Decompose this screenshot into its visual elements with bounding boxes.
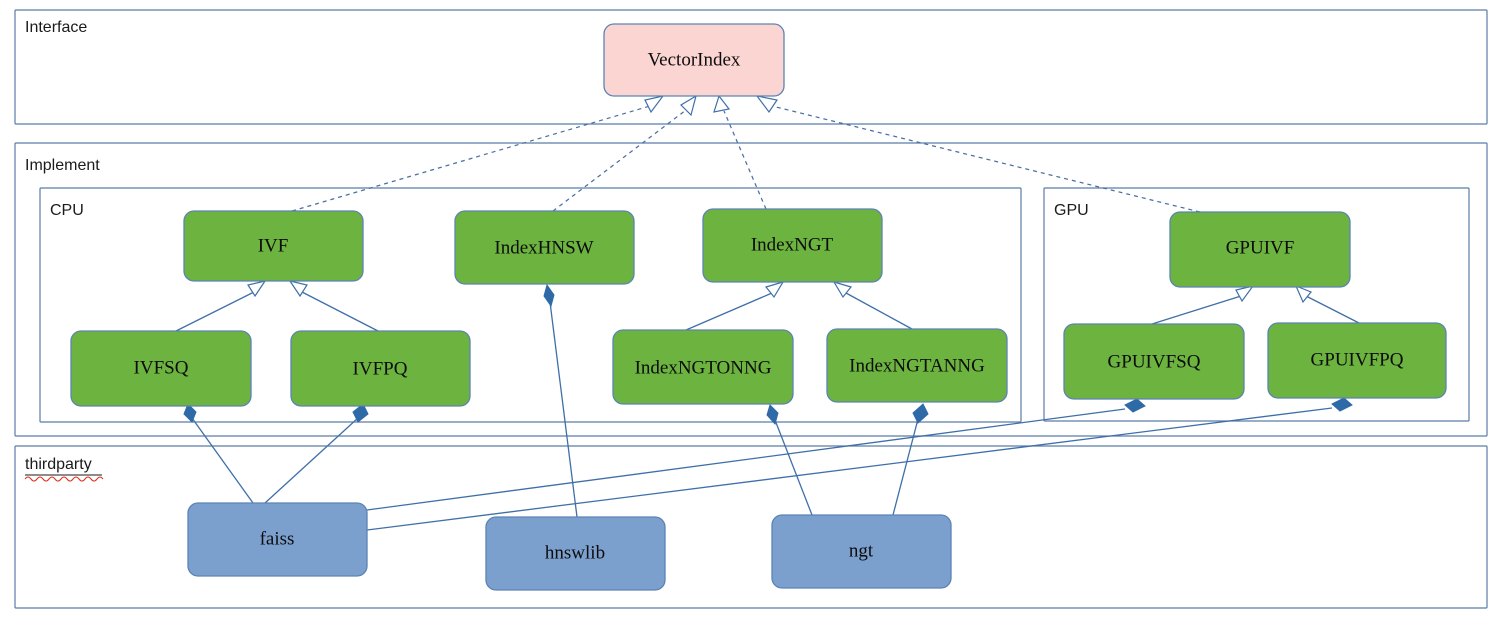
- node-label-hnswlib: hnswlib: [545, 542, 605, 563]
- arrowhead-gpuivf-vectorindex: [755, 95, 778, 114]
- node-box-indexhnsw[interactable]: [454, 210, 635, 285]
- edge-faiss-gpuivfsq: [366, 408, 1126, 511]
- edge-ivf-vectorindex: [291, 105, 651, 212]
- node-ivfsq[interactable]: IVFSQ: [70, 330, 252, 407]
- edge-faiss-gpuivfpq: [366, 407, 1333, 531]
- node-box-gpuivf[interactable]: [1169, 211, 1351, 288]
- group-label-gpu: GPU: [1054, 202, 1089, 219]
- node-ivf[interactable]: IVF: [183, 210, 364, 282]
- node-box-gpuivfsq[interactable]: [1063, 323, 1245, 400]
- diamond-hnswlib-indexhnsw: [543, 283, 555, 308]
- spellcheck-squiggle-icon: [24, 476, 104, 482]
- node-label-faiss: faiss: [260, 528, 295, 549]
- node-indexngtonng[interactable]: IndexNGTONNG: [612, 329, 794, 405]
- edge-ivfsq-ivf: [175, 291, 255, 332]
- node-label-gpuivf: GPUIVF: [1226, 237, 1295, 258]
- node-faiss[interactable]: faiss: [187, 502, 368, 577]
- node-box-ivfsq[interactable]: [70, 330, 252, 407]
- node-ivfpq[interactable]: IVFPQ: [290, 330, 471, 407]
- diamond-faiss-ivfsq: [183, 403, 197, 423]
- node-indexngt[interactable]: IndexNGT: [702, 208, 883, 283]
- arrowhead-ivf-vectorindex: [644, 95, 665, 114]
- node-indexhnsw[interactable]: IndexHNSW: [454, 210, 635, 285]
- arrowhead-indexngtanng-indexngt: [832, 280, 853, 299]
- node-box-faiss[interactable]: [187, 502, 368, 577]
- node-label-ngt: ngt: [849, 540, 874, 561]
- group-label-implement: Implement: [25, 157, 100, 174]
- edge-indexngtonng-indexngt: [685, 292, 773, 331]
- edge-indexngtanng-indexngt: [845, 292, 913, 330]
- group-label-interface: Interface: [25, 19, 87, 36]
- node-label-indexngtonng: IndexNGTONNG: [635, 357, 772, 378]
- edge-gpuivf-vectorindex: [771, 105, 1201, 213]
- edges-realization: [291, 94, 1201, 213]
- node-label-ivf: IVF: [258, 235, 289, 256]
- node-ngt[interactable]: ngt: [771, 514, 952, 589]
- edges-composition: [183, 283, 1353, 531]
- diamond-faiss-gpuivfpq: [1331, 397, 1353, 412]
- node-box-indexngt[interactable]: [702, 208, 883, 283]
- node-label-gpuivfpq: GPUIVFPQ: [1311, 349, 1404, 370]
- edge-faiss-ivfsq: [191, 417, 254, 504]
- arrowhead-indexngt-vectorindex: [713, 94, 731, 113]
- diamond-ngt-indexngtanng: [912, 403, 929, 424]
- group-labels: Interface Implement CPU GPU thirdparty: [24, 19, 1089, 482]
- edge-ivfpq-ivf: [301, 291, 379, 332]
- edge-indexhnsw-vectorindex: [552, 109, 687, 212]
- edge-faiss-ivfpq: [264, 417, 359, 504]
- node-box-hnswlib[interactable]: [485, 516, 666, 591]
- edge-indexngt-vectorindex: [723, 110, 767, 210]
- node-gpuivfpq[interactable]: GPUIVFPQ: [1267, 322, 1447, 399]
- edge-hnswlib-indexhnsw: [549, 301, 578, 518]
- group-label-thirdparty: thirdparty: [25, 456, 92, 473]
- node-gpuivfsq[interactable]: GPUIVFSQ: [1063, 323, 1245, 400]
- arrowhead-gpuivfpq-gpuivf: [1294, 284, 1312, 304]
- edge-gpuivfpq-gpuivf: [1305, 295, 1360, 324]
- arrowhead-indexhnsw-vectorindex: [680, 94, 697, 117]
- node-box-ivf[interactable]: [183, 210, 364, 282]
- edge-gpuivfsq-gpuivf: [1151, 295, 1242, 325]
- node-label-indexngt: IndexNGT: [751, 234, 834, 255]
- arrowhead-gpuivfsq-gpuivf: [1235, 285, 1255, 303]
- node-gpuivf[interactable]: GPUIVF: [1169, 211, 1351, 288]
- node-box-ngt[interactable]: [771, 514, 952, 589]
- node-box-vectorindex[interactable]: [603, 23, 785, 97]
- group-label-cpu: CPU: [50, 202, 84, 219]
- edge-ngt-indexngtanng: [892, 418, 919, 516]
- node-box-indexngtanng[interactable]: [826, 328, 1008, 403]
- arrowhead-ivfpq-ivf: [288, 280, 308, 298]
- group-frame-thirdparty: [14, 445, 1488, 609]
- diamond-faiss-gpuivfsq: [1124, 398, 1146, 413]
- edges-inheritance: [175, 280, 1360, 332]
- node-label-indexhnsw: IndexHNSW: [494, 237, 593, 258]
- arrowhead-indexngtonng-indexngt: [764, 280, 785, 299]
- node-vectorindex[interactable]: VectorIndex: [603, 23, 785, 97]
- diamond-faiss-ivfpq: [352, 403, 369, 423]
- node-label-ivfsq: IVFSQ: [134, 357, 189, 378]
- node-label-gpuivfsq: GPUIVFSQ: [1108, 351, 1201, 372]
- node-label-ivfpq: IVFPQ: [353, 358, 408, 379]
- arrowhead-ivfsq-ivf: [247, 280, 267, 298]
- edge-ngt-indexngtonng: [774, 419, 813, 516]
- node-indexngtanng[interactable]: IndexNGTANNG: [826, 328, 1008, 403]
- node-box-indexngtonng[interactable]: [612, 329, 794, 405]
- node-hnswlib[interactable]: hnswlib: [485, 516, 666, 591]
- node-box-gpuivfpq[interactable]: [1267, 322, 1447, 399]
- node-box-ivfpq[interactable]: [290, 330, 471, 407]
- node-label-vectorindex: VectorIndex: [648, 49, 741, 70]
- node-label-indexngtanng: IndexNGTANNG: [849, 355, 985, 376]
- diamond-ngt-indexngtonng: [766, 404, 779, 426]
